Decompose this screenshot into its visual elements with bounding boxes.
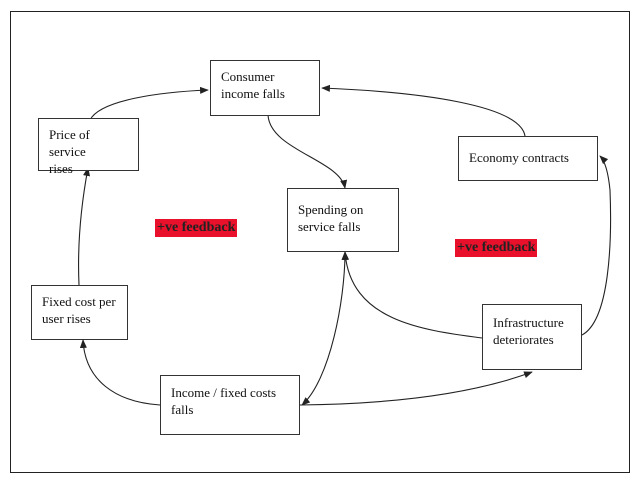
node-text: Economy contracts (469, 150, 569, 165)
node-text: Price of service rises (49, 127, 90, 176)
arrow-consumer-to-spending (267, 114, 348, 189)
node-text: Fixed cost per user rises (42, 294, 116, 326)
node-text: Spending on service falls (298, 202, 364, 234)
node-consumer-income-falls: Consumer income falls (210, 60, 320, 116)
diagram-frame (10, 11, 630, 473)
node-spending-falls: Spending on service falls (287, 188, 399, 252)
left-feedback-label: +ve feedback (155, 219, 238, 237)
arrow-fixedcost-to-price (78, 167, 91, 286)
node-economy-contracts: Economy contracts (458, 136, 598, 181)
node-income-fixed-costs-falls: Income / fixed costs falls (160, 375, 300, 435)
arrow-income-to-fixedcost (79, 339, 161, 406)
node-text: Consumer income falls (221, 69, 285, 101)
arrow-economy-to-consumer (321, 84, 526, 137)
node-infrastructure-deteriorates: Infrastructure deteriorates (482, 304, 582, 370)
node-text: Income / fixed costs falls (171, 385, 277, 417)
arrow-infra-to-economy (581, 155, 612, 336)
node-fixed-cost-rises: Fixed cost per user rises (31, 285, 128, 340)
arrow-price-to-consumer (89, 86, 209, 121)
arrow-infra-to-spending (342, 251, 483, 339)
node-text: Infrastructure deteriorates (493, 315, 564, 347)
right-feedback-label: +ve feedback (455, 239, 538, 257)
node-price-rises: Price of service rises (38, 118, 139, 176)
arrow-income-to-infra (299, 371, 533, 406)
arrow-spending-to-income (301, 251, 349, 406)
